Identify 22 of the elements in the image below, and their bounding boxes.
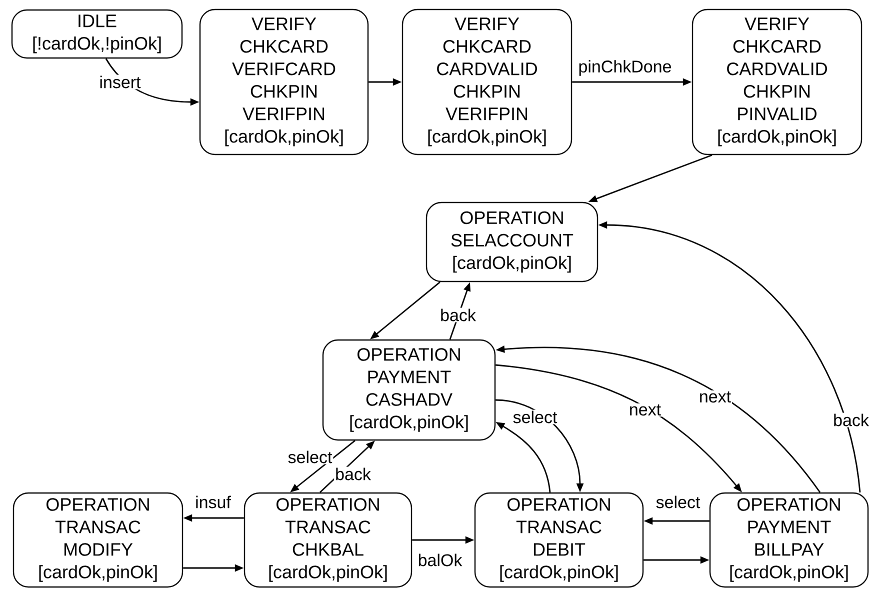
- state-box: OPERATION PAYMENT BILLPAY [cardOk,pinOk]: [709, 492, 869, 588]
- edge-label: insert: [98, 74, 142, 90]
- edge-label: select: [286, 450, 334, 464]
- edge-label: back: [439, 308, 477, 322]
- edge-label: balOk: [416, 552, 464, 568]
- state-box: OPERATION PAYMENT CASHADV [cardOk,pinOk]: [322, 339, 496, 441]
- state-box: VERIFY CHKCARD CARDVALID CHKPIN VERIFPIN [cardOk,pinOk]: [402, 8, 572, 156]
- edge-label: next: [698, 390, 732, 404]
- state-box: IDLE [!cardOk,!pinOk]: [11, 9, 183, 59]
- state-box: OPERATION TRANSAC CHKBAL [cardOk,pinOk]: [244, 492, 412, 588]
- edge-label: back: [832, 412, 870, 428]
- edge-label: back: [334, 466, 372, 482]
- edge-label: next: [628, 403, 662, 417]
- edge-label: select: [512, 410, 558, 424]
- state-box: OPERATION TRANSAC MODIFY [cardOk,pinOk]: [12, 492, 184, 588]
- state-box: OPERATION SELACCOUNT [cardOk,pinOk]: [426, 202, 598, 282]
- edge-label: insuf: [194, 494, 232, 510]
- edge-label: select: [654, 494, 702, 510]
- state-box: VERIFY CHKCARD VERIFCARD CHKPIN VERIFPIN [cardOk,pinOk]: [199, 8, 369, 156]
- edge-label: pinChkDone: [577, 59, 673, 77]
- state-box: VERIFY CHKCARD CARDVALID CHKPIN PINVALID [cardOk,pinOk]: [692, 8, 862, 156]
- state-box: OPERATION TRANSAC DEBIT [cardOk,pinOk]: [474, 492, 644, 588]
